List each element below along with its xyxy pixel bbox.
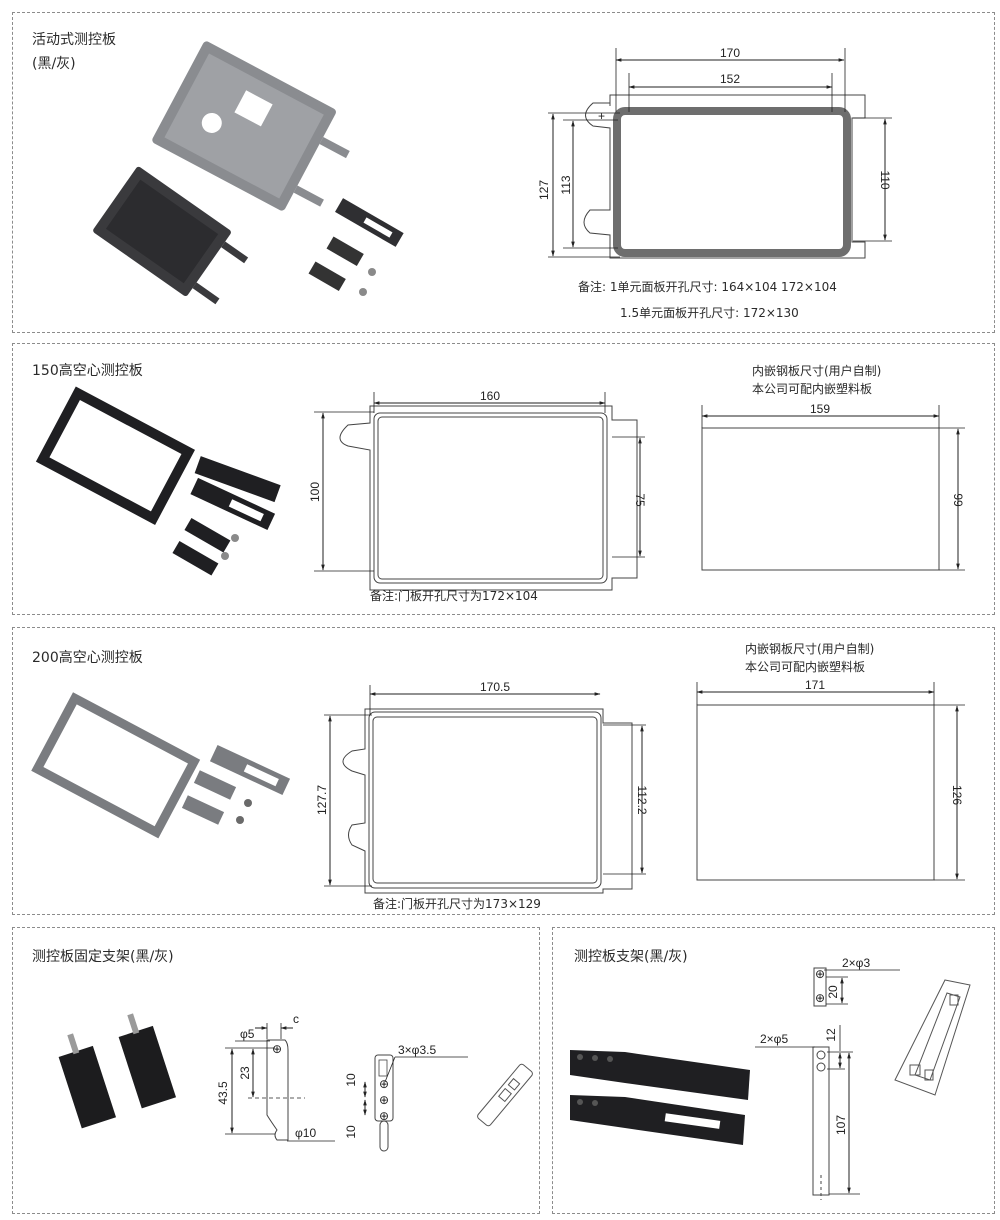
panel-2-insert-caption-1: 内嵌钢板尺寸(用户自制) xyxy=(752,364,882,378)
bracket-drawing-main: 2×φ5 12 107 xyxy=(755,1025,860,1200)
svg-text:⊕: ⊕ xyxy=(815,991,825,1005)
150-insert-plate-drawing: 159 99 xyxy=(701,402,965,571)
200-insert-plate-drawing: 171 126 xyxy=(696,678,965,881)
svg-text:20: 20 xyxy=(826,985,840,999)
panel-2-title: 150高空心测控板 xyxy=(32,363,143,379)
svg-text:10: 10 xyxy=(344,1073,358,1087)
bracket-photo xyxy=(570,1050,750,1145)
150-hollow-panel-kit-photo xyxy=(35,386,281,576)
svg-text:171: 171 xyxy=(805,678,825,692)
activity-panel-dimension-drawing: + 170 152 127 113 110 xyxy=(537,46,892,259)
panel-fixed-bracket xyxy=(12,927,540,1214)
svg-text:12: 12 xyxy=(824,1028,838,1042)
svg-text:126: 126 xyxy=(950,785,964,805)
svg-text:3×φ3.5: 3×φ3.5 xyxy=(398,1043,436,1057)
panel-5-title: 测控板支架(黑/灰) xyxy=(574,949,688,965)
svg-text:113: 113 xyxy=(559,175,573,194)
svg-text:127.7: 127.7 xyxy=(315,785,329,815)
panel-3-insert-caption-1: 内嵌钢板尺寸(用户自制) xyxy=(745,642,875,656)
svg-text:112.2: 112.2 xyxy=(635,785,649,814)
svg-text:2×φ5: 2×φ5 xyxy=(760,1032,788,1046)
bracket-sketch xyxy=(894,979,971,1096)
fixed-bracket-photo xyxy=(58,1013,177,1129)
svg-text:75: 75 xyxy=(633,493,647,507)
svg-text:170: 170 xyxy=(720,46,740,60)
svg-text:127: 127 xyxy=(537,180,551,200)
panel-1-title: 活动式测控板 xyxy=(32,32,116,48)
svg-text:10: 10 xyxy=(344,1125,358,1139)
svg-text:⊕: ⊕ xyxy=(272,1042,282,1056)
panel-150-hollow-board xyxy=(12,343,995,615)
panel-3-title: 200高空心测控板 xyxy=(32,650,143,666)
svg-text:43.5: 43.5 xyxy=(216,1081,230,1105)
fixed-bracket-sketch xyxy=(477,1063,533,1127)
panel-2-insert-caption-2: 本公司可配内嵌塑料板 xyxy=(752,382,873,396)
panel-activity-board xyxy=(12,12,995,333)
svg-text:23: 23 xyxy=(238,1066,252,1080)
svg-text:φ5: φ5 xyxy=(240,1027,255,1041)
svg-text:99: 99 xyxy=(951,493,965,507)
svg-text:⊕: ⊕ xyxy=(815,967,825,981)
svg-text:c: c xyxy=(293,1012,299,1026)
panel-2-note: 备注:门板开孔尺寸为172×104 xyxy=(370,589,538,603)
panel-4-title: 测控板固定支架(黑/灰) xyxy=(32,949,174,965)
panel-3-note: 备注:门板开孔尺寸为173×129 xyxy=(373,897,541,911)
fixed-bracket-drawing-a: ⊕ c φ5 43.5 23 φ10 xyxy=(216,1012,335,1142)
panel-1-subtitle: (黑/灰) xyxy=(32,56,76,72)
panel-bracket xyxy=(552,927,995,1214)
panel-200-hollow-board xyxy=(12,627,995,915)
svg-text:160: 160 xyxy=(480,389,500,403)
150-hollow-dimension-drawing: 160 100 75 xyxy=(308,389,647,591)
activity-panel-kit-photo xyxy=(93,41,404,305)
svg-text:2×φ3: 2×φ3 xyxy=(842,956,870,970)
panel-1-note-1: 备注: 1单元面板开孔尺寸: 164×104 172×104 xyxy=(578,280,837,294)
svg-text:159: 159 xyxy=(810,402,830,416)
bracket-drawing-top: ⊕ ⊕ 2×φ3 20 xyxy=(813,956,900,1007)
svg-text:⊕: ⊕ xyxy=(379,1109,389,1123)
svg-text:100: 100 xyxy=(308,482,322,502)
svg-text:φ10: φ10 xyxy=(295,1126,316,1140)
fixed-bracket-drawing-b: ⊕ ⊕ ⊕ 3×φ3.5 10 10 xyxy=(344,1043,468,1152)
svg-text:+: + xyxy=(598,109,605,123)
svg-text:107: 107 xyxy=(834,1115,848,1135)
svg-text:⊕: ⊕ xyxy=(379,1077,389,1091)
200-hollow-panel-kit-photo xyxy=(31,692,291,839)
panel-1-note-2: 1.5单元面板开孔尺寸: 172×130 xyxy=(620,306,799,320)
svg-text:⊕: ⊕ xyxy=(379,1093,389,1107)
panel-3-insert-caption-2: 本公司可配内嵌塑料板 xyxy=(745,660,866,674)
200-hollow-dimension-drawing: 170.5 127.7 112.2 xyxy=(315,680,649,894)
svg-text:110: 110 xyxy=(878,170,892,189)
svg-text:170.5: 170.5 xyxy=(480,680,510,694)
svg-text:152: 152 xyxy=(720,72,740,86)
